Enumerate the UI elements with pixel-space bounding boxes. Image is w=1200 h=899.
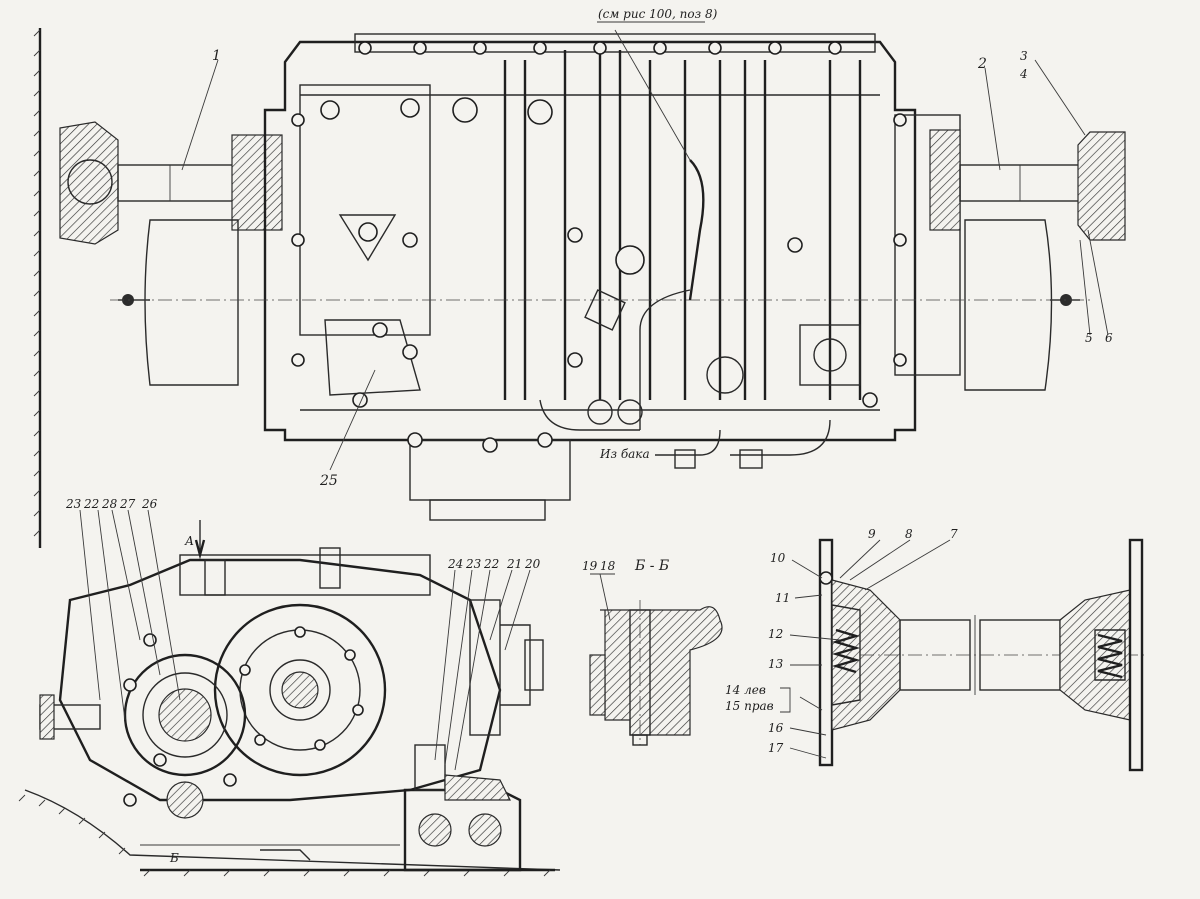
floor-line	[24, 789, 561, 871]
label-27: 27	[119, 497, 136, 511]
label-19: 19	[582, 559, 598, 573]
lower-left-cover	[324, 319, 421, 396]
label-from-tank: Из бака	[599, 447, 650, 461]
label-8: 8	[905, 527, 913, 541]
left-shaft	[117, 164, 237, 202]
label-23b: 23	[465, 557, 482, 571]
label-17: 17	[768, 741, 784, 755]
leaders-side	[79, 509, 531, 771]
reference-note: (см рис 100, поз 8)	[598, 7, 718, 21]
label-6: 6	[1105, 331, 1113, 345]
leaders-top	[181, 21, 1109, 471]
label-20: 20	[524, 557, 541, 571]
triangle-cover	[338, 214, 397, 262]
large-pulley	[213, 603, 387, 777]
left-flange	[59, 121, 119, 245]
label-21: 21	[506, 557, 522, 571]
right-flange	[1077, 131, 1126, 241]
label-22b: 22	[483, 557, 499, 571]
right-disc	[1128, 538, 1144, 772]
label-12: 12	[768, 627, 783, 641]
label-11: 11	[775, 591, 790, 605]
bolts-top	[291, 41, 907, 453]
label-7: 7	[950, 527, 958, 541]
label-23a: 23	[65, 497, 82, 511]
label-24: 24	[447, 557, 463, 571]
right-coupling	[929, 129, 961, 231]
left-flange-hub	[67, 159, 113, 205]
label-26: 26	[141, 497, 158, 511]
bolts-side	[123, 626, 364, 807]
label-18: 18	[600, 559, 616, 573]
section-bb-body	[600, 606, 723, 736]
label-25: 25	[319, 473, 338, 489]
pipe-tank	[655, 429, 721, 456]
oil-pipe	[688, 159, 705, 301]
label-view-a: А	[184, 534, 194, 548]
section-bb: 19 18 Б - Б	[582, 558, 723, 746]
top-view: 1 2 3 4 5 6 25 (см рис 100, поз 8) Из ба…	[33, 7, 1126, 548]
label-14: 14 лев	[725, 683, 766, 697]
shaft-section: 10 9 8 7 11 12 13 14 лев 15 прав 16 17	[725, 527, 1145, 772]
label-13: 13	[768, 657, 784, 671]
pipe-vertical	[639, 289, 691, 430]
pipe-left	[539, 399, 640, 431]
wall-hatching	[33, 29, 41, 537]
left-cover	[299, 84, 431, 336]
label-5: 5	[1085, 331, 1093, 345]
label-22a: 22	[83, 497, 99, 511]
label-section-b: Б	[169, 851, 179, 865]
right-end-cover	[894, 114, 961, 376]
label-15: 15 прав	[725, 699, 774, 713]
label-28: 28	[101, 497, 118, 511]
left-gear	[123, 653, 247, 777]
top-flange	[354, 33, 876, 53]
label-4: 4	[1019, 67, 1028, 81]
label-1: 1	[212, 48, 221, 64]
side-view: 23 22 28 27 26 А 24 23 22 21 20 Б	[18, 497, 561, 877]
label-10: 10	[770, 551, 786, 565]
label-3: 3	[1020, 49, 1028, 63]
gearbox-housing	[263, 40, 917, 442]
right-brake-drum	[964, 219, 1053, 391]
label-9: 9	[868, 527, 876, 541]
label-16: 16	[768, 721, 784, 735]
label-2: 2	[977, 56, 987, 72]
label-section-bb: Б - Б	[634, 558, 669, 574]
left-coupling	[231, 134, 283, 231]
left-brake-drum	[144, 219, 239, 386]
housing-ribs	[503, 50, 862, 400]
leaders-shaft	[780, 539, 951, 759]
